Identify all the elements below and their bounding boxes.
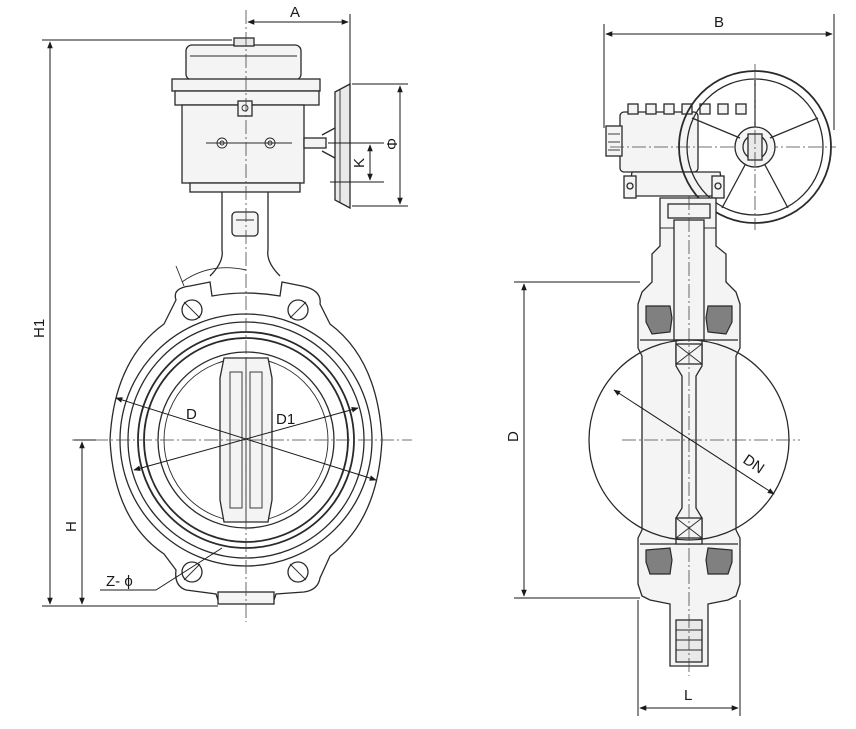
bolt-hole xyxy=(287,561,309,583)
label-K: K xyxy=(351,158,368,168)
label-H1: H1 xyxy=(31,319,48,338)
dimension-A: A xyxy=(247,4,351,86)
dimension-K: K xyxy=(328,142,384,183)
side-view: B D DN L xyxy=(505,14,836,716)
label-D-side: D xyxy=(505,431,522,442)
dimension-H: H xyxy=(63,439,96,605)
dimension-B: B xyxy=(603,14,835,130)
gearbox xyxy=(605,103,836,199)
label-L: L xyxy=(684,687,692,704)
valve-neck xyxy=(175,192,281,287)
dimension-D-side: D xyxy=(505,281,640,599)
actuator-housing xyxy=(171,37,351,210)
bolt-hole xyxy=(181,299,203,321)
dimension-D1: D1 xyxy=(133,406,359,472)
label-H: H xyxy=(63,521,80,532)
label-phi: Φ xyxy=(384,138,401,150)
handwheel xyxy=(678,64,832,230)
bolt-hole xyxy=(181,561,203,583)
dimension-H1: H1 xyxy=(31,39,232,607)
label-D-front: D xyxy=(186,406,197,423)
dimension-phi: Φ xyxy=(352,83,408,207)
label-B: B xyxy=(714,14,724,31)
label-Z-phi: Z- ϕ xyxy=(106,573,133,590)
bolt-hole xyxy=(287,299,309,321)
label-A: A xyxy=(290,4,300,21)
label-DN: DN xyxy=(740,451,767,477)
label-D1: D1 xyxy=(276,411,295,428)
dimension-Z-phi: Z- ϕ xyxy=(100,547,223,591)
dimension-L: L xyxy=(637,600,741,716)
front-view: A H1 H D D1 Z- ϕ xyxy=(31,4,412,622)
